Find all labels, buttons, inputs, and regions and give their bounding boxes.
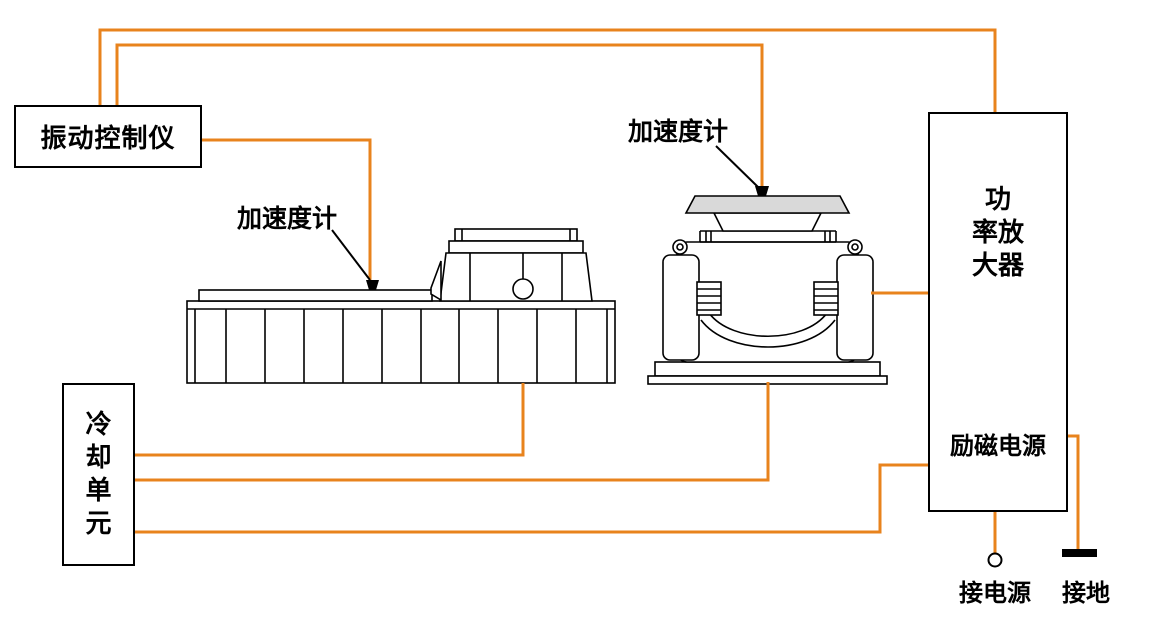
power-amplifier-label: 功 率放 大器 (930, 184, 1066, 283)
cooling-unit-box: 冷却单元 (62, 383, 135, 566)
accelerometer-pointer-right (715, 145, 759, 188)
vibration-controller-label: 振动控制仪 (40, 124, 176, 154)
horizontal-shaker-drawing (186, 228, 616, 384)
accelerometers (331, 145, 769, 290)
connection-wires (98, 28, 1080, 553)
power-amplifier-label-line: 功 (984, 185, 1011, 215)
power-terminal-circle (987, 552, 1003, 568)
wire-controller-to-left-accelerometer (198, 138, 372, 281)
wire-amplifier-to-ground (1064, 434, 1080, 549)
vibration-controller-box: 振动控制仪 (14, 105, 202, 168)
test-fixture-plate (684, 195, 851, 214)
wire-table-to-cooling-unit (130, 383, 525, 457)
wire-shaker-to-cooling-unit (130, 382, 770, 482)
power-amplifier-label-line: 大器 (971, 251, 1024, 281)
power-amplifier-box: 功 率放 大器 励磁电源 (928, 112, 1068, 512)
accelerometer-sensor-right (755, 186, 769, 196)
cooling-unit-label: 冷却单元 (85, 409, 112, 539)
wire-controller-to-amplifier-top (98, 28, 997, 112)
wire-controller-to-right-accelerometer (115, 43, 764, 188)
accelerometer-pointer-left (331, 229, 371, 281)
wire-cooling-unit-to-amplifier (130, 463, 932, 534)
ground-label: 接地 (1062, 579, 1110, 607)
vertical-shaker-drawing (647, 195, 888, 385)
accelerometer-label-right: 加速度计 (628, 117, 729, 146)
power-connection-label: 接电源 (959, 579, 1031, 607)
accelerometer-sensor-left (366, 280, 379, 290)
excitation-power-label: 励磁电源 (950, 432, 1046, 460)
power-amplifier-label-line: 率放 (971, 218, 1024, 248)
accelerometer-label-left: 加速度计 (237, 204, 338, 233)
